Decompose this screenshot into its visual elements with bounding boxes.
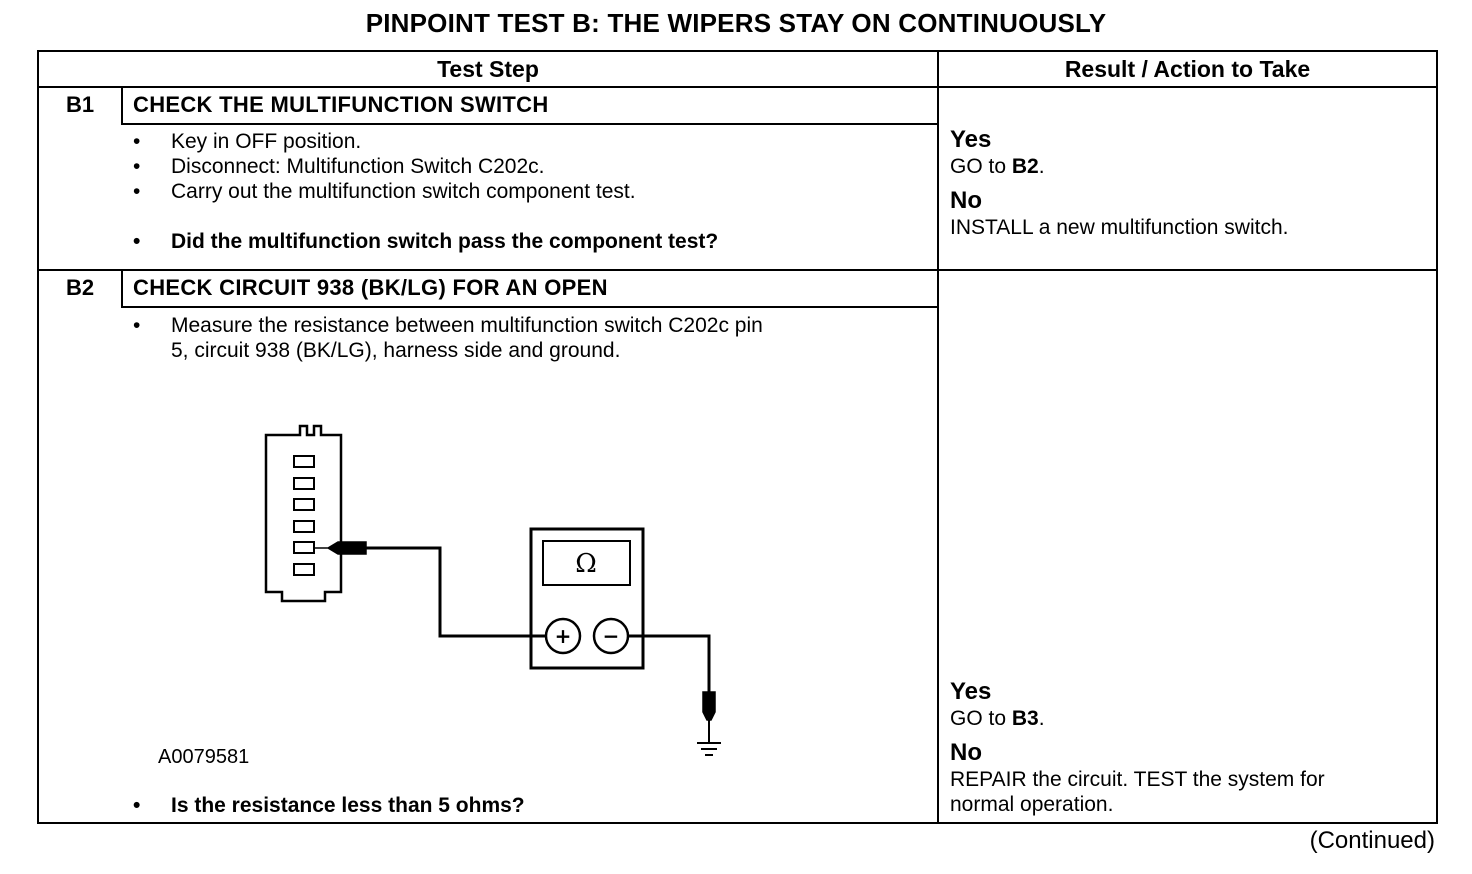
step-id-b1: B1 (65, 92, 95, 117)
ohmmeter-icon (529, 527, 645, 670)
connector-pin (293, 498, 315, 511)
ground-probe-icon (702, 691, 716, 721)
figure-id: A0079581 (158, 746, 250, 768)
b2-no-label: No (950, 739, 982, 766)
b2-yes-label: Yes (950, 678, 992, 705)
b2-title-divider (121, 306, 937, 308)
b2-yes-target: B3 (1011, 707, 1039, 730)
b2-yes-action: GO to B3. (950, 707, 1045, 730)
result-action-header: Result / Action to Take (1064, 56, 1311, 82)
step-title-b2: CHECK CIRCUIT 938 (BK/LG) FOR AN OPEN (133, 275, 608, 300)
continued-note: (Continued) (1309, 827, 1435, 854)
b1-title-divider (121, 123, 937, 125)
b1-yes-target: B2 (1011, 155, 1039, 178)
meter-minus-sign: − (603, 624, 620, 648)
b1-no-action: INSTALL a new multifunction switch. (950, 216, 1289, 239)
connector-pin (293, 520, 315, 533)
connector-pin (293, 455, 315, 468)
b2-no-action-line1: REPAIR the circuit. TEST the system for (950, 768, 1325, 791)
ohmmeter-display (542, 540, 631, 586)
step-title-b1: CHECK THE MULTIFUNCTION SWITCH (133, 92, 549, 117)
row-divider-b2 (39, 269, 1436, 271)
connector-pin (293, 477, 315, 490)
connector-pin-5 (293, 541, 315, 554)
connector-c202c-icon (264, 424, 343, 603)
b1-no-label: No (950, 187, 982, 214)
connector-pin (293, 563, 315, 576)
step-id-divider-b1 (121, 87, 123, 124)
meter-positive-jack-icon (544, 617, 582, 655)
b2-no-action-line2: normal operation. (950, 793, 1114, 816)
ground-symbol-icon (697, 742, 721, 756)
pinpoint-test-table (37, 50, 1438, 824)
step-id-divider-b2 (121, 270, 123, 307)
test-lead-positive (366, 546, 546, 638)
test-step-header: Test Step (437, 56, 539, 82)
b1-yes-action: GO to B2. (950, 155, 1045, 178)
test-lead-negative (628, 634, 711, 692)
step-id-b2: B2 (65, 275, 95, 300)
meter-plus-sign: + (555, 624, 572, 648)
page-title: PINPOINT TEST B: THE WIPERS STAY ON CONT… (365, 8, 1107, 38)
test-probe-tip-icon (314, 541, 367, 555)
b1-yes-label: Yes (950, 126, 992, 153)
column-divider (937, 52, 939, 822)
header-divider (39, 86, 1436, 88)
meter-ohm-symbol: Ω (575, 549, 597, 579)
